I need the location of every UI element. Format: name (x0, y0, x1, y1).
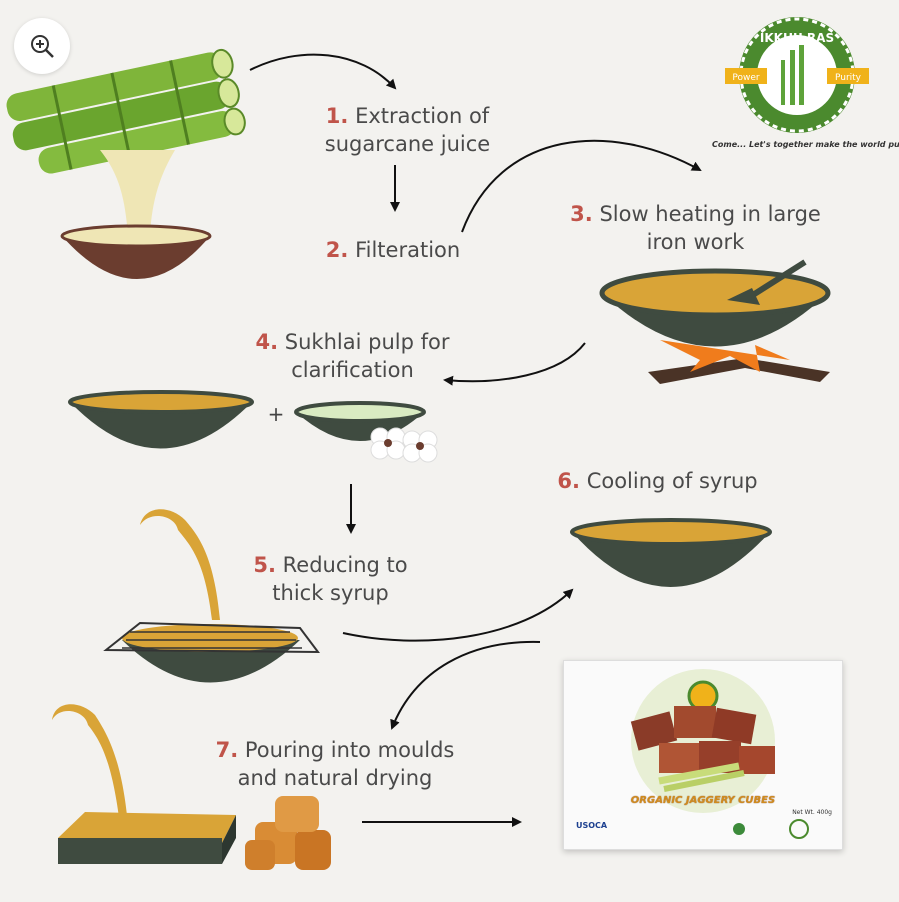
thick-syrup-icon (103, 509, 321, 683)
product-box: ORGANIC JAGGERY CUBES Net Wt. 400g USOCA (563, 660, 843, 850)
juice-bowl-icon (60, 224, 212, 279)
step-2-label: 2. Filteration (325, 238, 461, 262)
flower-icon (370, 427, 438, 463)
product-cert: USOCA (576, 821, 608, 830)
arrow-6-7 (390, 640, 541, 730)
logo-tagline: Come... Let's together make the world pu… (712, 140, 899, 149)
ikkhu-ras-logo: IKKHU RAS Power Purity (725, 17, 869, 133)
step-6-label: 6. Cooling of syrup (557, 469, 758, 493)
sugarcane-icon (6, 48, 246, 174)
product-title: ORGANIC JAGGERY CUBES (630, 795, 776, 806)
logo-ribbon-left: Power (732, 73, 760, 83)
arrow-1-2 (249, 53, 397, 90)
zoom-in-button[interactable] (14, 18, 70, 74)
arrow-2-3 (461, 139, 702, 233)
mould-icon (52, 704, 236, 864)
arrow-5-6 (342, 588, 574, 642)
heating-bowl-icon (599, 259, 831, 384)
jaggery-cubes-icon (245, 796, 331, 870)
arrow-3-4 (443, 342, 586, 386)
logo-ribbon-right: Purity (835, 73, 862, 83)
juice-stream (100, 150, 175, 235)
product-weight: Net Wt. 400g (792, 809, 832, 816)
cooling-bowl-icon (570, 518, 772, 587)
syrup-bowl-icon (68, 390, 254, 449)
zoom-in-icon (31, 35, 54, 58)
plus-sign: + (268, 402, 285, 426)
logo-brand-name: IKKHU RAS (760, 31, 834, 45)
product-box-art (630, 669, 809, 839)
